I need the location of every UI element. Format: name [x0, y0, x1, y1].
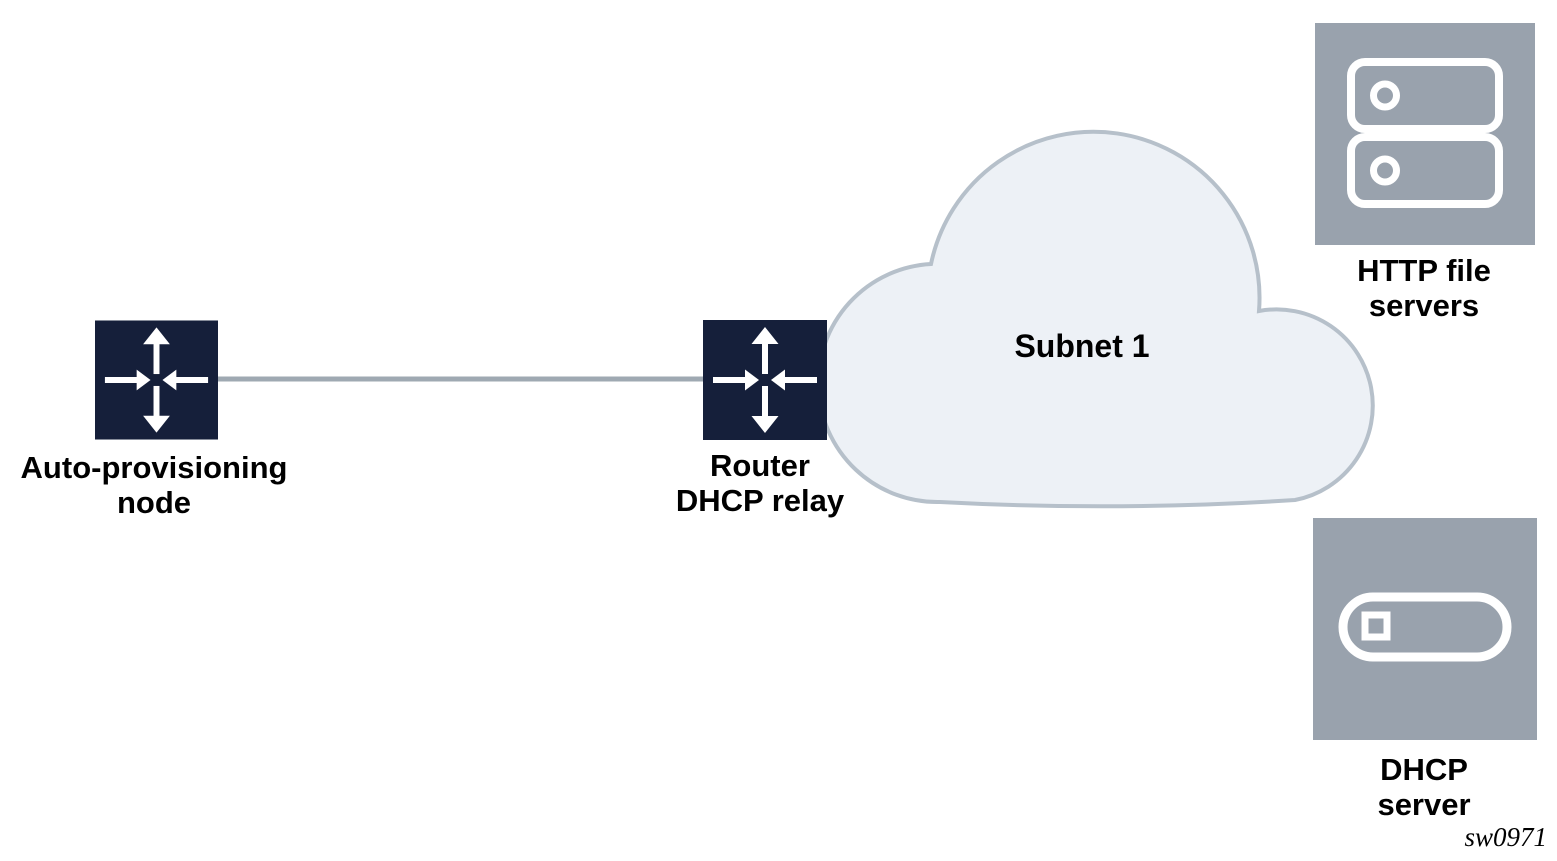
router-icon: [703, 320, 827, 440]
arrow-up-icon: [143, 327, 170, 345]
router-arrows-glyph: [713, 327, 817, 433]
dhcp-server-label: DHCP server: [1377, 752, 1471, 822]
single-server-icon: [1313, 518, 1537, 740]
router-dhcp-relay-label: Router DHCP relay: [675, 448, 845, 518]
router-icon: [95, 320, 218, 440]
server-unit: [1347, 58, 1503, 133]
arrow-inward-right-icon: [136, 369, 151, 391]
arrow-down-icon: [751, 416, 779, 433]
subnet-label: Subnet 1: [1014, 328, 1150, 364]
arrow-down-icon: [143, 415, 170, 433]
server-led-icon: [1370, 80, 1400, 111]
server-port-icon: [1361, 611, 1391, 641]
http-file-servers-label: HTTP file servers: [1357, 253, 1491, 323]
server-unit: [1338, 592, 1512, 662]
arrow-up-icon: [751, 327, 779, 344]
figure-watermark: sw0971: [1464, 822, 1547, 852]
server-led-icon: [1370, 155, 1400, 186]
server-box-body: [1313, 518, 1537, 740]
server-unit-glyph: [1338, 592, 1512, 662]
router-arrows-glyph: [104, 327, 209, 433]
auto-provisioning-node-label: Auto-provisioning node: [20, 450, 288, 520]
server-unit: [1347, 133, 1503, 208]
server-units-glyph: [1347, 58, 1503, 208]
dual-server-icon: [1315, 23, 1535, 245]
arrow-inward-right-icon: [745, 369, 759, 391]
arrow-inward-left-icon: [771, 369, 785, 391]
arrow-inward-left-icon: [162, 369, 177, 391]
